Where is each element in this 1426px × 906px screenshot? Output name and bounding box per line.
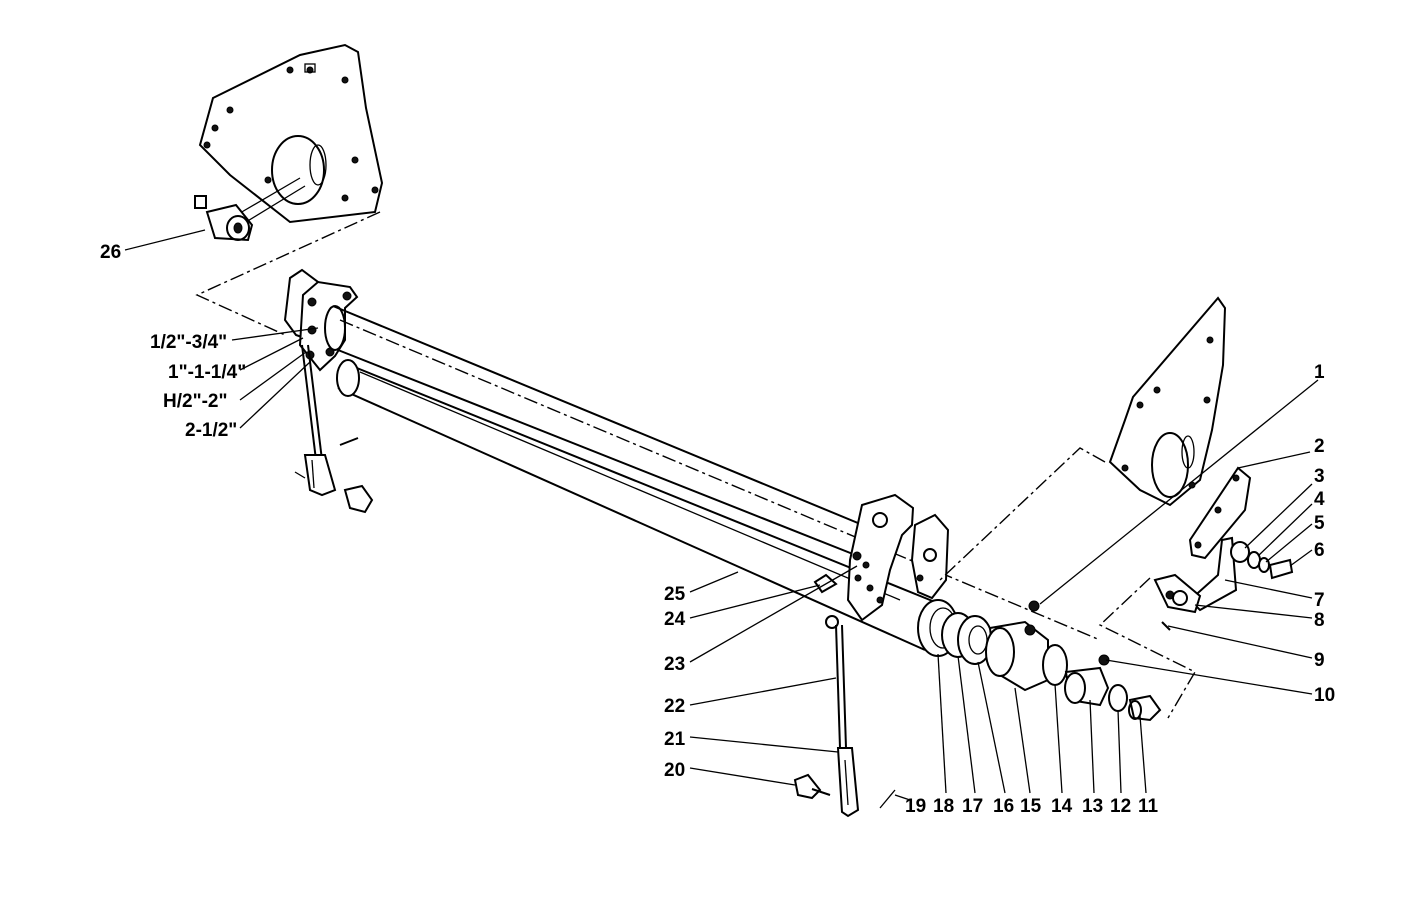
height-setting-3: H/2"-2" (163, 391, 227, 412)
callout-4: 4 (1314, 489, 1325, 510)
left-roller-bracket (283, 268, 359, 372)
callout-11: 11 (1138, 796, 1159, 817)
lower-adjusting-rod (793, 615, 896, 818)
callout-8: 8 (1314, 610, 1325, 631)
alignment-line-right-lower (1098, 577, 1196, 719)
alignment-line-left (195, 211, 381, 336)
height-setting-2: 1"-1-1/4" (168, 362, 246, 383)
callout-15: 15 (1020, 796, 1042, 817)
callout-labels: 1 2 3 4 5 6 7 8 9 10 11 12 13 14 15 16 1… (100, 242, 1335, 817)
callout-20: 20 (664, 760, 685, 781)
callout-1: 1 (1314, 362, 1325, 383)
height-setting-1: 1/2"-3/4" (150, 332, 227, 353)
callout-9: 9 (1314, 650, 1325, 671)
left-adjusting-rod (294, 344, 374, 514)
callout-13: 13 (1082, 796, 1103, 817)
callout-3: 3 (1314, 466, 1325, 487)
bearing-stack (917, 599, 1162, 722)
callout-23: 23 (664, 654, 685, 675)
leader-lines (231, 327, 1319, 801)
callout-17: 17 (962, 796, 983, 817)
front-roller (336, 359, 936, 651)
callout-26: 26 (100, 242, 121, 263)
callout-7: 7 (1314, 590, 1325, 611)
height-setting-4: 2-1/2" (185, 420, 237, 441)
callout-12: 12 (1110, 796, 1131, 817)
callout-5: 5 (1314, 513, 1325, 534)
bearing-housing-part-26 (124, 177, 306, 251)
alignment-line-right (939, 447, 1106, 581)
callout-16: 16 (993, 796, 1014, 817)
left-side-plate (198, 43, 384, 224)
callout-6: 6 (1314, 540, 1325, 561)
callout-10: 10 (1314, 685, 1335, 706)
callout-18: 18 (933, 796, 954, 817)
callout-21: 21 (664, 729, 686, 750)
callout-2: 2 (1314, 436, 1325, 457)
height-setting-labels: 1/2"-3/4" 1"-1-1/4" H/2"-2" 2-1/2" (150, 332, 246, 441)
right-side-plate (1108, 296, 1227, 507)
main-shaft (324, 305, 1101, 641)
center-bracket (813, 493, 950, 622)
callout-22: 22 (664, 696, 685, 717)
callout-25: 25 (664, 584, 686, 605)
callout-24: 24 (664, 609, 686, 630)
callout-19: 19 (905, 796, 926, 817)
right-linkage (1153, 466, 1294, 631)
callout-14: 14 (1051, 796, 1073, 817)
